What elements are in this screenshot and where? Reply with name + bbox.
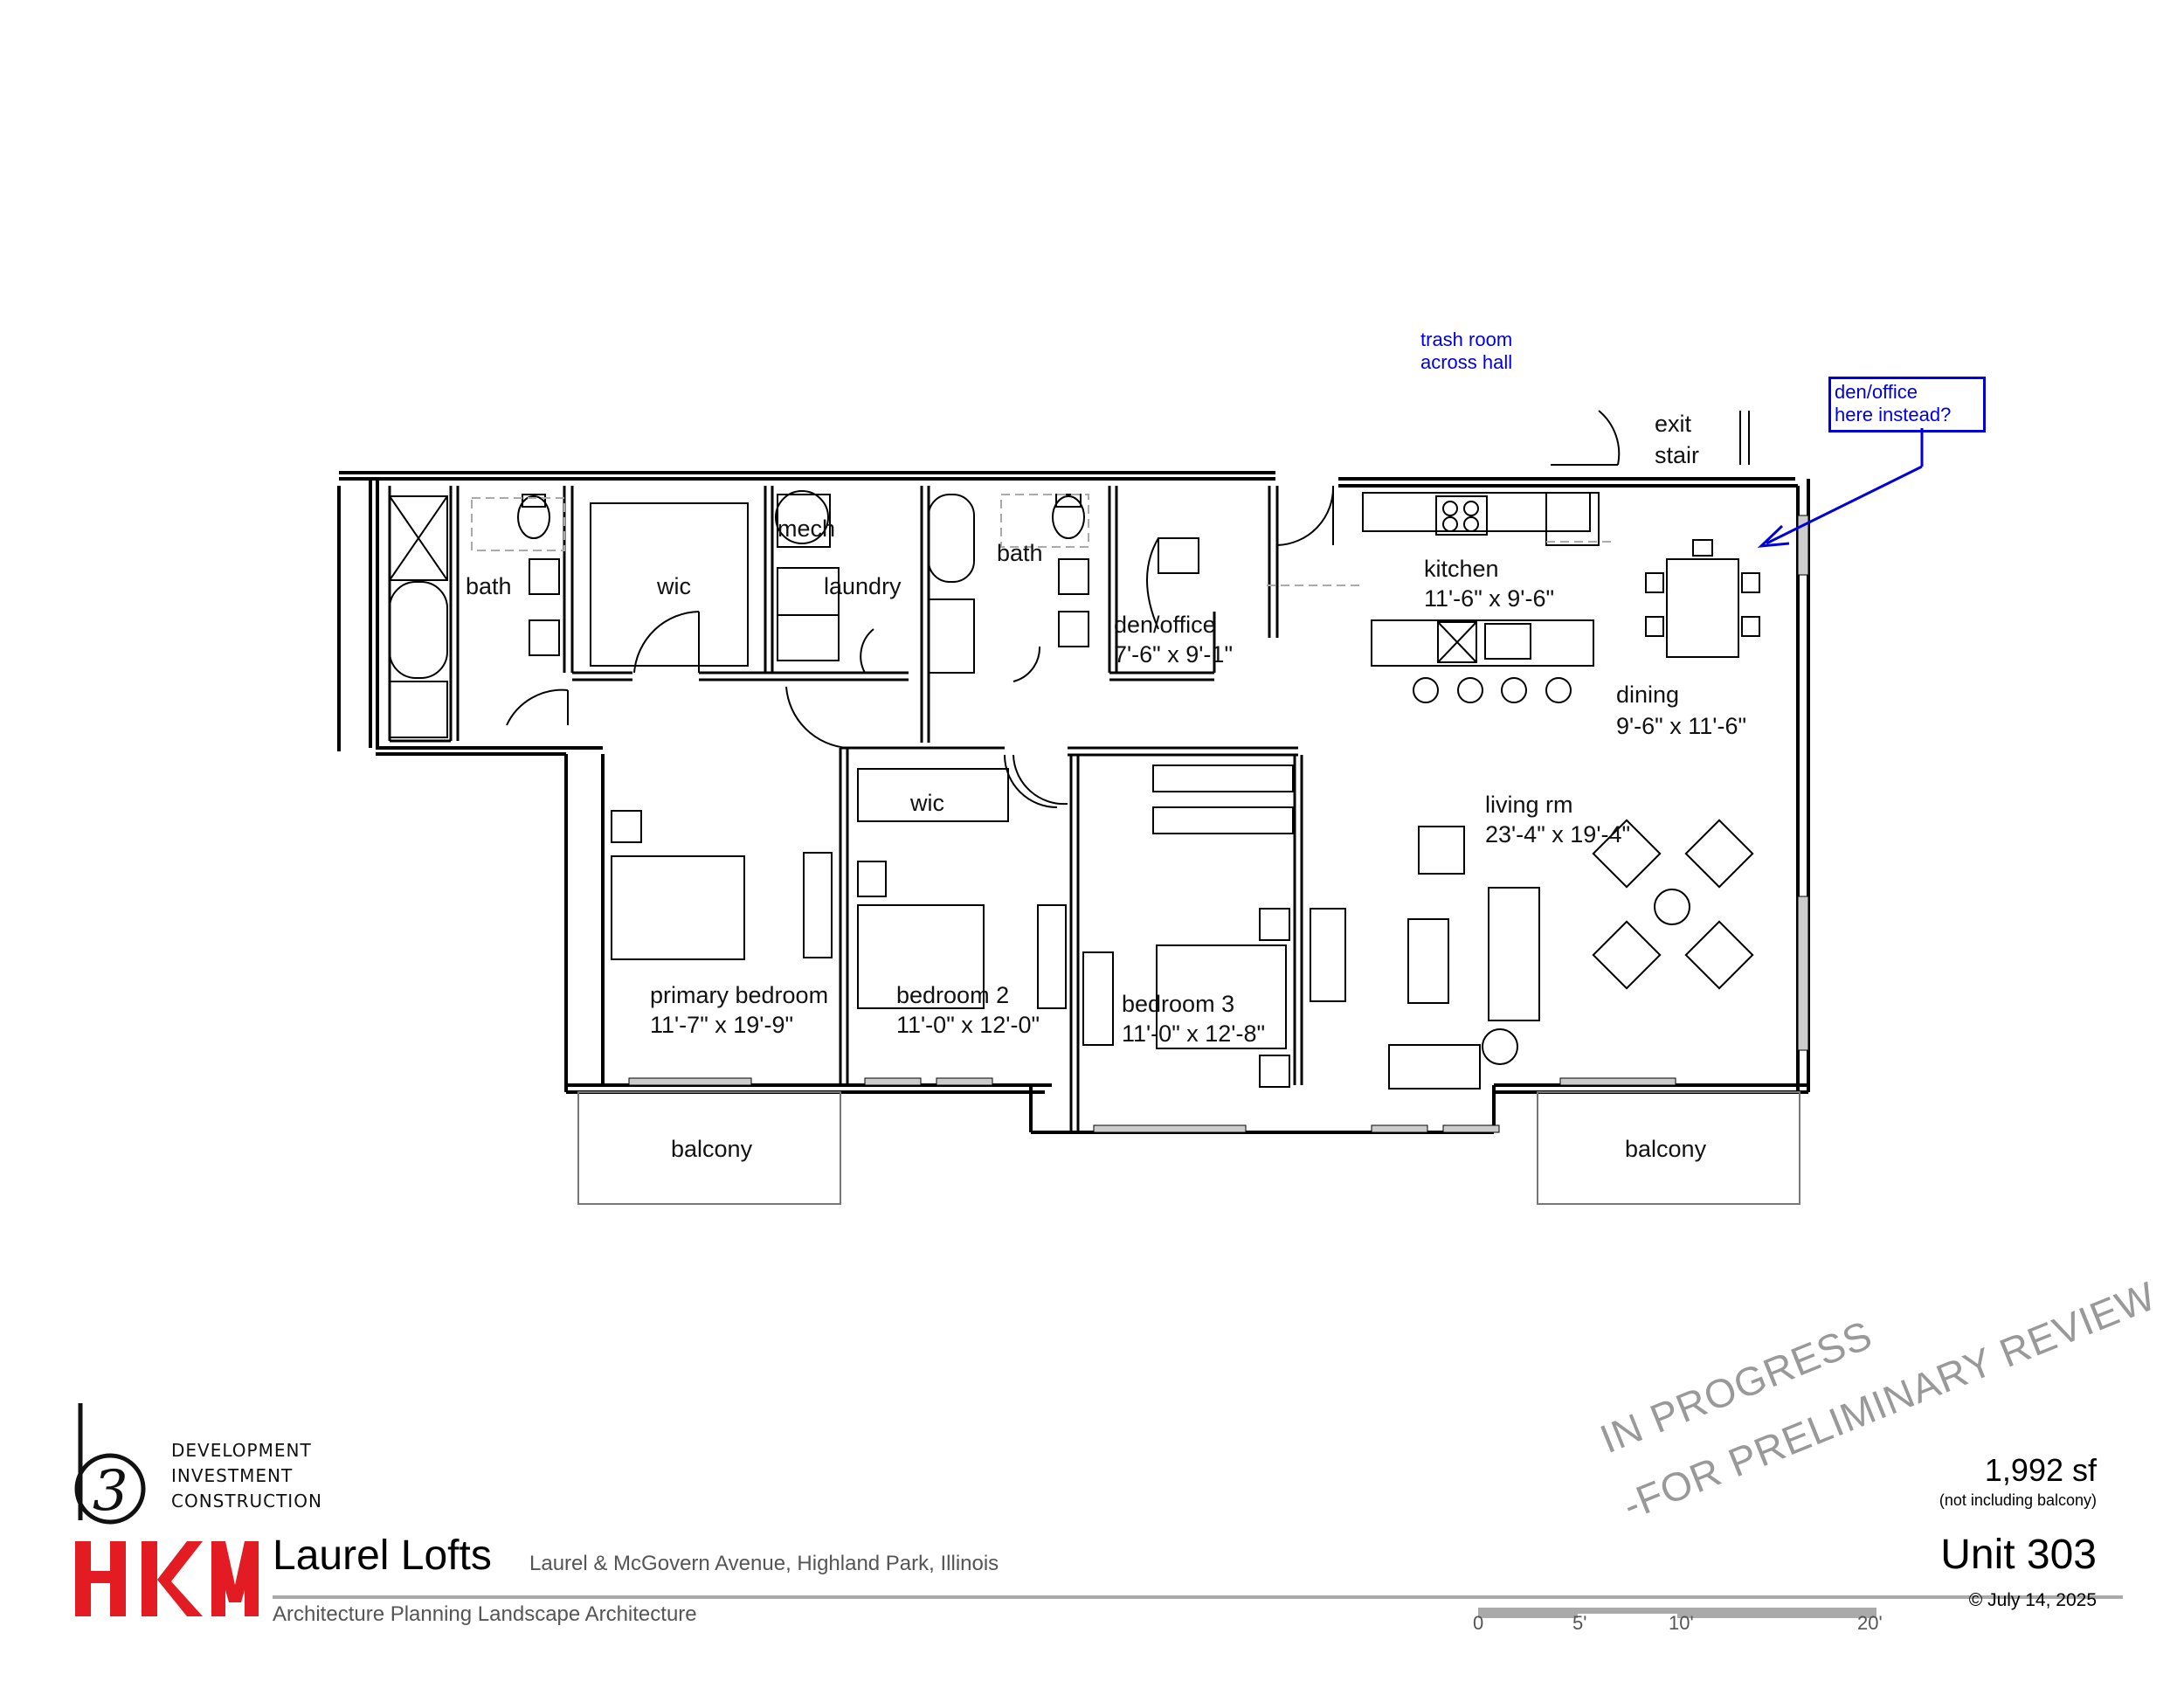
label-bedroom-3: bedroom 3 [1122,991,1235,1017]
project-title: Laurel Lofts [273,1532,492,1579]
label-bath-hall: bath [997,540,1043,566]
label-wic-bed2: wic [910,790,944,816]
fixtures [389,490,1760,1090]
label-balcony-right: balcony [1625,1136,1707,1162]
drawing-date: © July 14, 2025 [1968,1590,2097,1610]
scale-label-5: 5' [1572,1612,1587,1634]
trash-note-line1: trash room [1420,329,1513,350]
dashed-lines [471,494,1613,586]
label-stair: stair [1655,442,1700,468]
label-exit: exit [1655,411,1692,437]
scale-label-10: 10' [1669,1612,1694,1634]
label-primary-bedroom-dim: 11'-7" x 19'-9" [650,1012,794,1038]
b3-line1: DEVELOPMENT [171,1440,312,1461]
label-dining-dim: 9'-6" x 11'-6" [1616,713,1747,739]
label-kitchen-dim: 11'-6" x 9'-6" [1424,585,1555,612]
den-note-line1: den/office [1835,381,1918,403]
label-kitchen: kitchen [1424,556,1499,582]
den-note-line2: here instead? [1835,404,1952,425]
den-office-note: den/office here instead? [1828,377,1986,432]
label-den-office: den/office [1114,612,1216,638]
b3-mark-text: 3 [93,1459,128,1524]
den-note-arrow [1757,428,1924,548]
label-mech: mech [778,515,836,542]
label-wic-primary: wic [657,573,691,599]
label-balcony-left: balcony [671,1136,753,1162]
scale-label-0: 0 [1473,1612,1484,1634]
b3-logo-text: DEVELOPMENT INVESTMENT CONSTRUCTION [171,1438,322,1514]
doors [506,410,1750,808]
unit-area-note: (not including balcony) [1939,1491,2097,1509]
b3-logo-three: 3 [93,1459,128,1524]
label-primary-bedroom: primary bedroom [650,982,829,1008]
label-bedroom-3-dim: 11'-0" x 12'-8" [1122,1020,1266,1047]
hkm-logo [75,1541,259,1616]
unit-number: Unit 303 [1940,1532,2097,1578]
trash-note-line2: across hall [1420,351,1513,373]
windows [628,515,1809,1133]
firm-services: Architecture Planning Landscape Architec… [273,1602,697,1626]
label-living-dim: 23'-4" x 19'-4" [1485,821,1631,847]
project-address: Laurel & McGovern Avenue, Highland Park,… [529,1552,999,1575]
scale-label-20: 20' [1857,1612,1883,1634]
label-den-office-dim: 7'-6" x 9'-1" [1114,641,1234,668]
label-living: living rm [1485,792,1573,818]
b3-logo-mark [74,1403,146,1525]
scale-bar [1478,1608,1876,1618]
label-bath-primary: bath [466,573,512,599]
balconies [577,1091,1800,1205]
interior-walls [388,486,1303,1132]
b3-line2: INVESTMENT [171,1465,294,1486]
trash-room-note: trash room across hall [1420,329,1512,374]
label-bedroom-2: bedroom 2 [896,982,1010,1008]
label-bedroom-2-dim: 11'-0" x 12'-0" [896,1012,1040,1038]
unit-area: 1,992 sf [1984,1452,2097,1488]
b3-line3: CONSTRUCTION [171,1491,322,1512]
label-laundry: laundry [824,573,902,599]
label-dining: dining [1616,681,1680,708]
title-rule [273,1595,2123,1599]
